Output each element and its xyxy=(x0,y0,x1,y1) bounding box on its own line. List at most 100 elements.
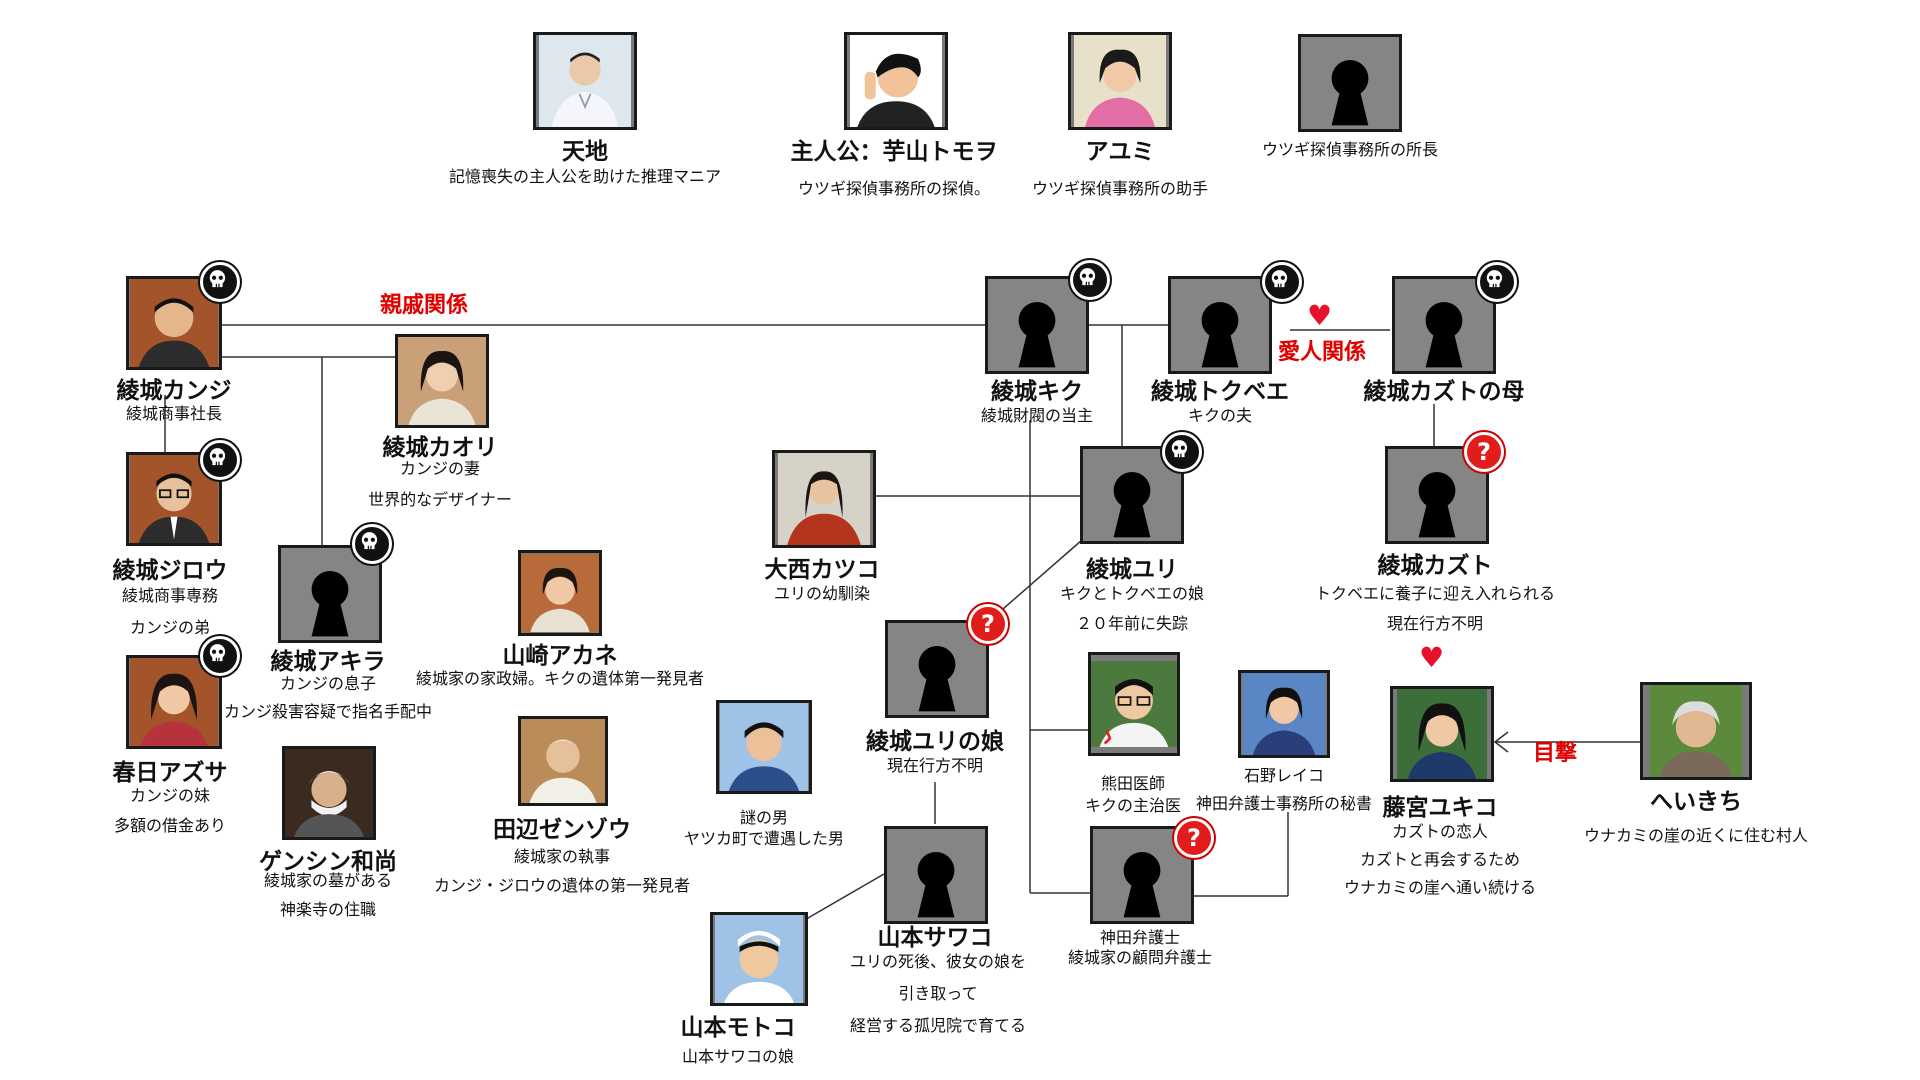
heikichi-name: へいきち xyxy=(1650,788,1742,815)
ayumi-desc: ウツギ探偵事務所の助手 xyxy=(1031,179,1209,198)
tomowo-name: 主人公：芋山トモヲ xyxy=(790,138,998,165)
kiku-portrait xyxy=(985,276,1089,374)
motoko-portrait xyxy=(710,912,808,1006)
tenchi-portrait xyxy=(533,32,637,130)
tokubee-portrait xyxy=(1168,276,1272,374)
azusa-desc1: カンジの妹 xyxy=(129,786,211,805)
azusa-name: 春日アズサ xyxy=(112,759,228,786)
sawako-desc2: 引き取って xyxy=(898,984,978,1003)
kumada-desc1: 熊田医師 xyxy=(1100,774,1166,793)
kanji-name: 綾城カンジ xyxy=(116,377,232,404)
genshin-desc2: 神楽寺の住職 xyxy=(279,900,377,919)
yukiko-name: 藤宮ユキコ xyxy=(1382,794,1498,821)
nazo-desc1: 謎の男 xyxy=(739,808,789,827)
question-icon: ? xyxy=(1464,432,1504,472)
kazuto-name: 綾城カズト xyxy=(1377,552,1493,579)
ayumi-portrait xyxy=(1068,32,1172,130)
akane-portrait xyxy=(518,550,602,636)
skull-icon xyxy=(200,262,240,302)
yukiko-desc1: カズトの恋人 xyxy=(1391,822,1489,841)
tokubee-name: 綾城トクベエ xyxy=(1151,378,1289,405)
katsuko-portrait xyxy=(772,450,876,548)
akane-name: 山崎アカネ xyxy=(502,642,618,669)
shocho-portrait xyxy=(1298,34,1402,132)
tenchi-desc: 記憶喪失の主人公を助けた推理マニア xyxy=(448,167,722,186)
kaori-desc2: 世界的なデザイナー xyxy=(368,490,512,509)
azusa-portrait xyxy=(126,655,222,749)
kazuto-desc1: トクベエに養子に迎え入れられる xyxy=(1314,584,1556,603)
jiro-name: 綾城ジロウ xyxy=(112,557,228,584)
heart-icon: ♥ xyxy=(1307,299,1333,332)
yuri-desc2: ２０年前に失踪 xyxy=(1075,614,1189,633)
genshin-desc1: 綾城家の墓がある xyxy=(263,871,393,890)
tomowo-desc: ウツギ探偵事務所の探偵。 xyxy=(797,179,991,198)
yukiko-desc3: ウナカミの崖へ通い続ける xyxy=(1343,878,1537,897)
yuri-desc1: キクとトクベエの娘 xyxy=(1059,584,1205,603)
nazo-desc2: ヤツカ町で遭遇した男 xyxy=(683,829,845,848)
skull-icon xyxy=(1262,262,1302,302)
reiko-desc1: 石野レイコ xyxy=(1243,766,1325,785)
zenzo-desc2: カンジ・ジロウの遺体の第一発見者 xyxy=(433,876,691,895)
kazuto-mother-portrait xyxy=(1392,276,1496,374)
shocho-desc: ウツギ探偵事務所の所長 xyxy=(1261,140,1439,159)
motoko-desc1: 山本サワコの娘 xyxy=(681,1047,795,1066)
azusa-desc2: 多額の借金あり xyxy=(113,816,227,835)
tomowo-portrait xyxy=(844,32,948,130)
yukiko-portrait xyxy=(1390,686,1494,782)
kanda-desc2: 綾城家の顧問弁護士 xyxy=(1067,948,1213,967)
jiro-desc2: カンジの弟 xyxy=(129,618,211,637)
akira-name: 綾城アキラ xyxy=(270,648,386,675)
kinship-label: 親戚関係 xyxy=(380,292,469,318)
kazuto-desc2: 現在行方不明 xyxy=(1386,614,1484,633)
genshin-portrait xyxy=(282,746,376,840)
heart-icon: ♥ xyxy=(1419,641,1445,674)
akira-desc2: カンジ殺害容疑で指名手配中 xyxy=(223,702,433,721)
sawako-desc1: ユリの死後、彼女の娘を xyxy=(849,952,1027,971)
witness-label: 目撃 xyxy=(1533,740,1578,766)
yuri-daughter-desc1: 現在行方不明 xyxy=(886,756,984,775)
kazuto-mother-name: 綾城カズトの母 xyxy=(1363,378,1525,405)
heikichi-portrait xyxy=(1640,682,1752,780)
question-icon: ? xyxy=(968,604,1008,644)
nazo-portrait xyxy=(716,700,812,794)
tokubee-desc1: キクの夫 xyxy=(1187,406,1253,425)
jiro-desc1: 綾城商事専務 xyxy=(121,586,219,605)
kumada-portrait xyxy=(1088,652,1180,756)
katsuko-name: 大西カツコ xyxy=(764,556,880,583)
sawako-portrait xyxy=(884,826,988,924)
kiku-name: 綾城キク xyxy=(991,378,1083,405)
heikichi-desc1: ウナカミの崖の近くに住む村人 xyxy=(1583,826,1809,845)
reiko-desc2: 神田弁護士事務所の秘書 xyxy=(1195,794,1373,813)
genshin-name: ゲンシン和尚 xyxy=(259,848,397,875)
skull-icon xyxy=(1477,262,1517,302)
zenzo-portrait xyxy=(518,716,608,806)
katsuko-desc1: ユリの幼馴染 xyxy=(773,584,871,603)
ayumi-name: アユミ xyxy=(1085,138,1155,165)
reiko-portrait xyxy=(1238,670,1330,758)
tenchi-name: 天地 xyxy=(562,138,608,165)
kaori-portrait xyxy=(395,334,489,428)
kanji-desc: 綾城商事社長 xyxy=(125,404,223,423)
skull-icon xyxy=(1162,432,1202,472)
yuri-name: 綾城ユリ xyxy=(1086,556,1178,583)
yukiko-desc2: カズトと再会するため xyxy=(1359,850,1521,869)
question-icon: ? xyxy=(1174,818,1214,858)
kiku-desc1: 綾城財閥の当主 xyxy=(980,406,1094,425)
skull-icon xyxy=(200,636,240,676)
kaori-name: 綾城カオリ xyxy=(382,434,498,461)
akane-desc1: 綾城家の家政婦。キクの遺体第一発見者 xyxy=(415,669,705,688)
motoko-name: 山本モトコ xyxy=(680,1014,796,1041)
lover-label: 愛人関係 xyxy=(1278,339,1367,365)
zenzo-name: 田辺ゼンゾウ xyxy=(493,816,631,843)
sawako-name: 山本サワコ xyxy=(877,924,993,951)
akira-desc1: カンジの息子 xyxy=(279,674,377,693)
skull-icon xyxy=(1070,260,1110,300)
zenzo-desc1: 綾城家の執事 xyxy=(513,847,611,866)
skull-icon xyxy=(352,524,392,564)
kaori-desc1: カンジの妻 xyxy=(399,459,481,478)
kumada-desc2: キクの主治医 xyxy=(1084,796,1182,815)
kanda-desc1: 神田弁護士 xyxy=(1099,928,1181,947)
skull-icon xyxy=(200,440,240,480)
yuri-daughter-name: 綾城ユリの娘 xyxy=(866,728,1004,755)
